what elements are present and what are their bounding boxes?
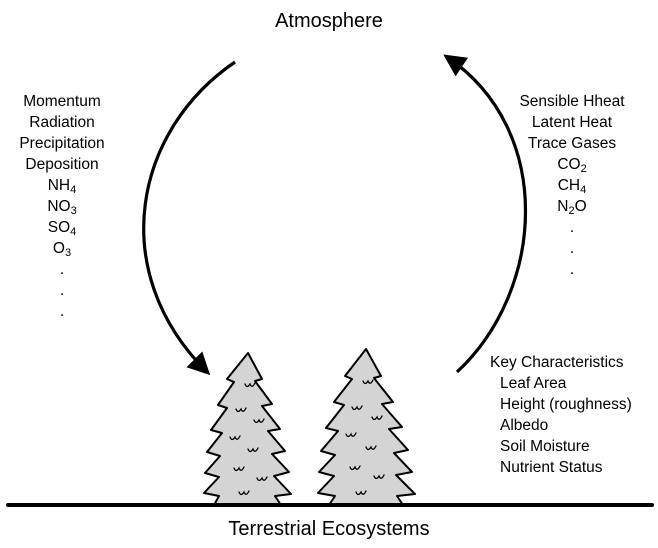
key-characteristics-heading: Key Characteristics xyxy=(490,354,624,371)
downward-flux-item: . xyxy=(59,261,65,278)
conifer-tree-left-icon xyxy=(203,352,292,506)
downward-flux-item: SO4 xyxy=(47,219,77,238)
key-characteristic-item: Leaf Area xyxy=(500,375,567,392)
downward-flux-item: Deposition xyxy=(25,156,99,173)
upward-flux-item: . xyxy=(569,261,575,278)
downward-flux-arrow xyxy=(142,60,236,376)
upward-flux-item: Latent Heat xyxy=(531,114,613,131)
key-characteristic-item: Soil Moisture xyxy=(500,438,590,455)
downward-flux-item: NH4 xyxy=(47,177,77,196)
key-characteristic-item: Albedo xyxy=(500,417,549,434)
downward-flux-item: Momentum xyxy=(23,93,101,110)
downward-flux-item: NO3 xyxy=(47,198,77,217)
downward-flux-item: O3 xyxy=(52,240,72,259)
downward-flux-item: Radiation xyxy=(29,114,95,131)
upward-flux-item: . xyxy=(569,219,575,236)
downward-flux-item: . xyxy=(59,282,65,299)
upward-flux-item: Sensible Hheat xyxy=(519,93,625,110)
upward-flux-item: CH4 xyxy=(557,177,587,196)
upward-flux-item: CO2 xyxy=(557,156,587,175)
atmosphere-label: Atmosphere xyxy=(275,10,383,32)
key-characteristic-item: Height (roughness) xyxy=(500,396,632,413)
conifer-tree-right-icon xyxy=(317,348,416,506)
downward-flux-item: . xyxy=(59,303,65,320)
upward-flux-item: N2O xyxy=(557,198,587,217)
upward-flux-arrow xyxy=(443,54,527,374)
upward-flux-item: Trace Gases xyxy=(527,135,617,152)
downward-flux-item: Precipitation xyxy=(19,135,105,152)
terrestrial-ecosystems-label: Terrestrial Ecosystems xyxy=(228,518,430,540)
upward-flux-item: . xyxy=(569,240,575,257)
key-characteristic-item: Nutrient Status xyxy=(500,459,603,476)
